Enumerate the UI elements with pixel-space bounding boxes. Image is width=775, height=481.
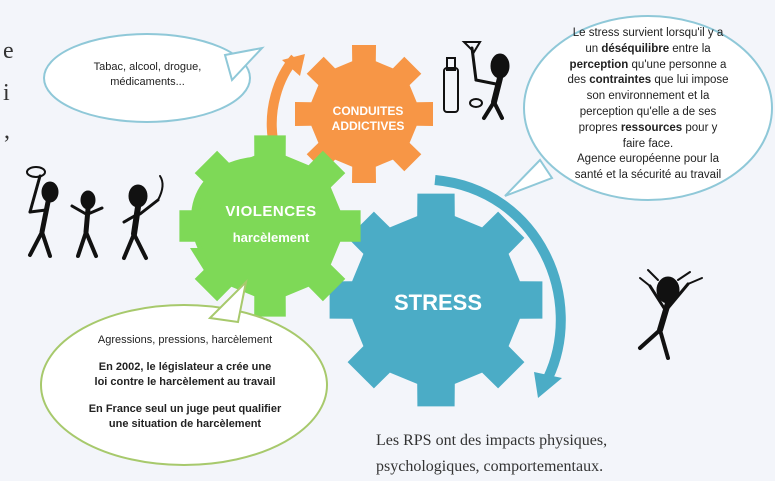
stress-def-span: pour y — [682, 121, 718, 134]
stress-def-line: des contraintes que lui impose — [533, 73, 763, 89]
gear-addictives-shape — [295, 45, 433, 183]
stress-source-line: Agence européenne pour la — [577, 153, 719, 166]
stress-def-line: son environnement et la — [586, 90, 710, 103]
gear-stress-shape — [329, 193, 543, 407]
figure-fighter-1 — [26, 166, 59, 258]
violences-subtitle: harcèlement — [232, 230, 310, 245]
footer-line: Les RPS ont des impacts physiques, — [376, 432, 608, 449]
addictions-bubble — [43, 33, 251, 123]
stress-def-line: faire face. — [622, 137, 674, 150]
stress-def-span: propres — [578, 121, 621, 134]
violences-bubble — [40, 304, 328, 466]
stress-def-bold: contraintes — [589, 74, 652, 87]
gear-violences — [179, 135, 361, 317]
addictives-label-line1: CONDUITES — [332, 104, 404, 118]
gear-violences-shape — [179, 135, 361, 317]
gear-stress — [329, 193, 543, 407]
stress-label: STRESS — [393, 290, 483, 315]
stress-def-span: entre la — [669, 42, 711, 55]
stress-def-line: un déséquilibre entre la — [533, 42, 763, 58]
stress-def-span: qu'une personne a — [628, 58, 727, 71]
violences-title: VIOLENCES — [225, 203, 317, 220]
stress-def-span: des — [567, 74, 590, 87]
gear-addictives — [295, 45, 433, 183]
stress-def-line: propres ressources pour y — [533, 121, 763, 137]
violences-bubble-line: Agressions, pressions, harcèlement — [97, 334, 273, 346]
stress-bubble-text: Le stress survient lorsqu'il y a un désé… — [533, 26, 763, 184]
violences-bubble-line: En 2002, le législateur a crée une — [98, 361, 272, 373]
stress-def-bold: déséquilibre — [601, 42, 670, 55]
figure-fighter-2 — [70, 190, 104, 258]
stressed-figure — [638, 269, 703, 360]
addictions-bubble-tail — [223, 46, 265, 82]
figure-fighter-3 — [122, 175, 164, 260]
stress-source-line: santé et la sécurité au travail — [574, 169, 722, 182]
violences-bubble-line: En France seul un juge peut qualifier — [88, 403, 282, 415]
drinker-figure — [443, 41, 510, 120]
rps-footer-text: Les RPS ont des impacts physiques, psych… — [376, 428, 676, 480]
blue-arrow-head — [534, 372, 562, 398]
stress-bubble-tail — [504, 158, 554, 197]
stress-def-bold: perception — [569, 58, 629, 71]
stress-def-line: perception qu'elle a de ses — [579, 105, 717, 118]
cut-text-fragment: e — [3, 38, 14, 64]
addictives-label: CONDUITES ADDICTIVES — [318, 104, 418, 134]
stress-def-line: Le stress survient lorsqu'il y a — [572, 27, 724, 39]
fighters-figures — [26, 166, 164, 260]
stress-def-line: perception qu'une personne a — [533, 58, 763, 74]
violences-bubble-tail — [207, 278, 248, 324]
stress-def-bold: ressources — [620, 121, 683, 134]
stress-def-span: un — [585, 42, 602, 55]
violences-bubble-line: une situation de harcèlement — [108, 418, 262, 430]
footer-line: psychologiques, comportementaux. — [376, 458, 604, 475]
stress-def-span: que lui impose — [651, 74, 729, 87]
addictions-bubble-text: Tabac, alcool, drogue, médicaments... — [93, 61, 202, 88]
violences-bubble-line: loi contre le harcèlement au travail — [94, 376, 276, 388]
cut-text-fragment: , — [4, 118, 10, 144]
violences-bubble-text: Agressions, pressions, harcèlement En 20… — [60, 333, 310, 432]
blue-arrow — [434, 175, 566, 381]
violences-label: VIOLENCES harcèlement — [216, 203, 326, 245]
stress-bubble — [523, 15, 773, 201]
cut-text-fragment: i — [3, 80, 10, 106]
orange-arrow-head — [282, 54, 305, 76]
addictives-label-line2: ADDICTIVES — [331, 119, 405, 133]
